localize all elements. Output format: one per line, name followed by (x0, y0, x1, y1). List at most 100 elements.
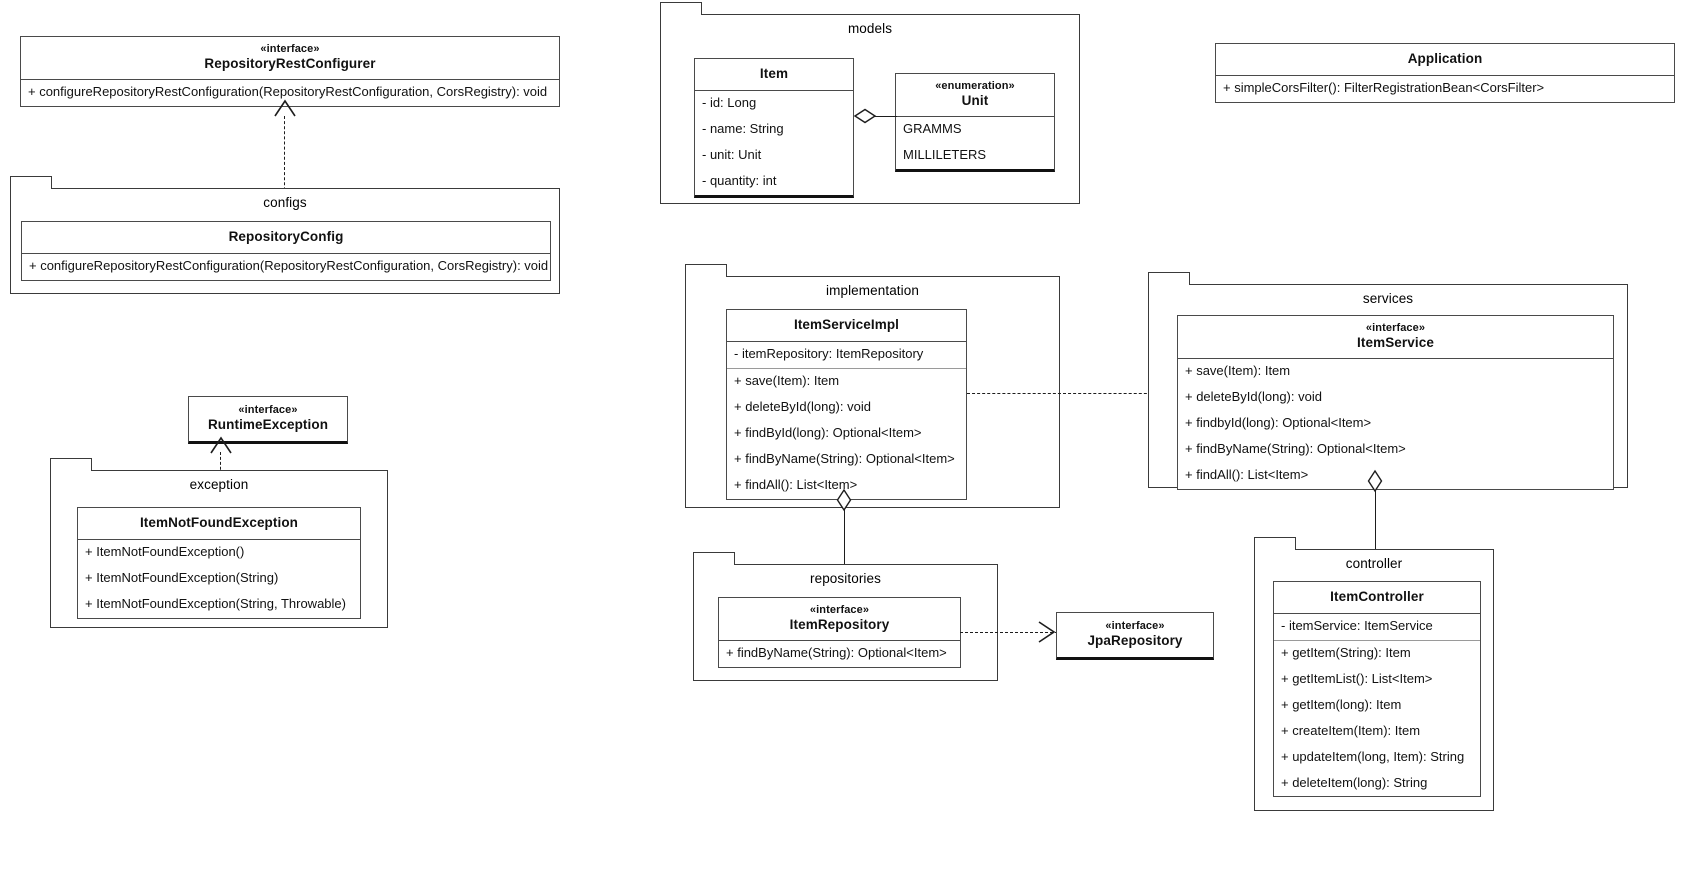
stereotype-label: «interface» (1105, 620, 1165, 632)
class-runtime-exception[interactable]: «interface» RuntimeException (188, 396, 348, 444)
package-title: configs (263, 195, 307, 210)
method-row: + findAll(): List<Item> (1185, 466, 1309, 482)
method-row: + deleteItem(long): String (1281, 774, 1428, 790)
realization-line-configs (284, 116, 285, 221)
attribute-row: - itemService: ItemService (1281, 617, 1433, 633)
class-item-repository[interactable]: «interface» ItemRepository + findByName(… (718, 597, 961, 668)
package-configs[interactable]: configs RepositoryConfig + configureRepo… (9, 176, 560, 294)
method-row: + configureRepositoryRestConfiguration(R… (29, 257, 549, 273)
method-compartment: + save(Item): Item + deleteById(long): v… (727, 367, 966, 499)
method-row: + save(Item): Item (734, 372, 840, 388)
method-compartment: + simpleCorsFilter(): FilterRegistration… (1216, 76, 1674, 102)
attribute-compartment: - itemService: ItemService (1274, 614, 1480, 640)
package-repositories[interactable]: repositories «interface» ItemRepository … (692, 552, 998, 681)
class-name: ItemRepository (789, 616, 890, 632)
package-title: repositories (810, 571, 881, 586)
package-implementation[interactable]: implementation ItemServiceImpl - itemRep… (684, 264, 1060, 508)
method-row: + simpleCorsFilter(): FilterRegistration… (1223, 79, 1545, 95)
package-tab (1253, 537, 1296, 550)
method-row: + deleteById(long): void (734, 398, 871, 414)
package-title: models (847, 21, 893, 36)
stereotype-label: «interface» (238, 404, 298, 416)
class-item-controller[interactable]: ItemController - itemService: ItemServic… (1273, 581, 1481, 798)
package-services[interactable]: services «interface» ItemService + save(… (1147, 272, 1628, 490)
class-item-not-found-exception[interactable]: ItemNotFoundException + ItemNotFoundExce… (77, 507, 361, 619)
class-header: «interface» RuntimeException (189, 397, 347, 441)
method-row: + getItemList(): List<Item> (1281, 670, 1433, 686)
enum-literal-row: GRAMMS (903, 120, 962, 136)
package-tab (659, 2, 702, 15)
method-row: + ItemNotFoundException(String, Throwabl… (85, 595, 346, 611)
class-header: Application (1216, 44, 1674, 76)
method-row: + getItem(long): Item (1281, 696, 1402, 712)
package-tab (1147, 272, 1190, 285)
attribute-row: - unit: Unit (702, 146, 762, 162)
aggregation-line-service-controller (1375, 488, 1377, 596)
enum-literal-row: MILLILETERS (903, 146, 987, 162)
method-row: + findAll(): List<Item> (734, 476, 858, 492)
stereotype-label: «interface» (260, 43, 320, 55)
package-title: controller (1345, 556, 1403, 571)
aggregation-diamond-item-unit (853, 108, 877, 124)
class-item[interactable]: Item - id: Long - name: String - unit: U… (694, 58, 854, 198)
attribute-compartment: - id: Long - name: String - unit: Unit -… (695, 91, 853, 195)
method-compartment: + ItemNotFoundException() + ItemNotFound… (78, 540, 360, 618)
attribute-row: - id: Long (702, 94, 757, 110)
package-title: implementation (826, 283, 919, 298)
method-row: + createItem(Item): Item (1281, 722, 1421, 738)
class-name: JpaRepository (1087, 632, 1183, 648)
method-row: + findByName(String): Optional<Item> (1185, 440, 1406, 456)
attribute-row: - name: String (702, 120, 784, 136)
package-tab (692, 552, 735, 565)
attribute-row: - quantity: int (702, 172, 777, 188)
literal-compartment: GRAMMS MILLILETERS (896, 117, 1054, 169)
realization-line-repo-jpa (960, 632, 1058, 633)
package-tab (49, 458, 92, 471)
class-name: Application (1407, 51, 1483, 66)
method-row: + findByName(String): Optional<Item> (734, 450, 955, 466)
realization-arrow-repo-jpa (1038, 621, 1056, 643)
class-header: ItemServiceImpl (727, 310, 966, 342)
class-name: ItemService (1357, 334, 1434, 350)
class-header: ItemNotFoundException (78, 508, 360, 540)
class-name: ItemController (1330, 589, 1424, 604)
realization-arrow-configs (274, 99, 296, 117)
method-compartment: + findByName(String): Optional<Item> (719, 641, 960, 667)
realization-arrow-exception (210, 436, 232, 454)
package-exception[interactable]: exception ItemNotFoundException + ItemNo… (49, 458, 388, 628)
method-row: + ItemNotFoundException() (85, 543, 245, 559)
stereotype-label: «interface» (809, 604, 870, 616)
class-header: «interface» RepositoryRestConfigurer (21, 37, 559, 80)
class-application[interactable]: Application + simpleCorsFilter(): Filter… (1215, 43, 1675, 103)
attribute-row: - itemRepository: ItemRepository (734, 345, 924, 361)
method-row: + configureRepositoryRestConfiguration(R… (28, 83, 548, 99)
package-title: services (1362, 291, 1414, 306)
class-unit-enumeration[interactable]: «enumeration» Unit GRAMMS MILLILETERS (895, 73, 1055, 172)
class-header: «interface» ItemRepository (719, 598, 960, 641)
class-name: RepositoryRestConfigurer (204, 55, 376, 71)
stereotype-label: «interface» (1365, 322, 1426, 334)
method-compartment: + getItem(String): Item + getItemList():… (1274, 639, 1480, 797)
class-item-service[interactable]: «interface» ItemService + save(Item): It… (1177, 315, 1614, 490)
class-jpa-repository[interactable]: «interface» JpaRepository (1056, 612, 1214, 660)
class-header: RepositoryConfig (22, 222, 550, 254)
method-row: + updateItem(long, Item): String (1281, 748, 1465, 764)
class-item-service-impl[interactable]: ItemServiceImpl - itemRepository: ItemRe… (726, 309, 967, 500)
class-name: ItemServiceImpl (793, 317, 900, 332)
method-row: + save(Item): Item (1185, 362, 1291, 378)
method-compartment: + configureRepositoryRestConfiguration(R… (22, 254, 550, 280)
class-repository-config[interactable]: RepositoryConfig + configureRepositoryRe… (21, 221, 551, 281)
package-controller[interactable]: controller ItemController - itemService:… (1253, 537, 1494, 811)
class-repository-rest-configurer[interactable]: «interface» RepositoryRestConfigurer + c… (20, 36, 560, 107)
method-row: + ItemNotFoundException(String) (85, 569, 279, 585)
class-header: ItemController (1274, 582, 1480, 614)
package-tab (9, 176, 52, 189)
method-row: + getItem(String): Item (1281, 644, 1411, 660)
class-name: Item (759, 66, 789, 81)
class-header: «enumeration» Unit (896, 74, 1054, 117)
class-name: ItemNotFoundException (139, 515, 299, 530)
stereotype-label: «enumeration» (935, 80, 1015, 92)
class-name: RuntimeException (207, 416, 329, 432)
package-models[interactable]: models Item - id: Long - name: String - … (659, 2, 1080, 204)
